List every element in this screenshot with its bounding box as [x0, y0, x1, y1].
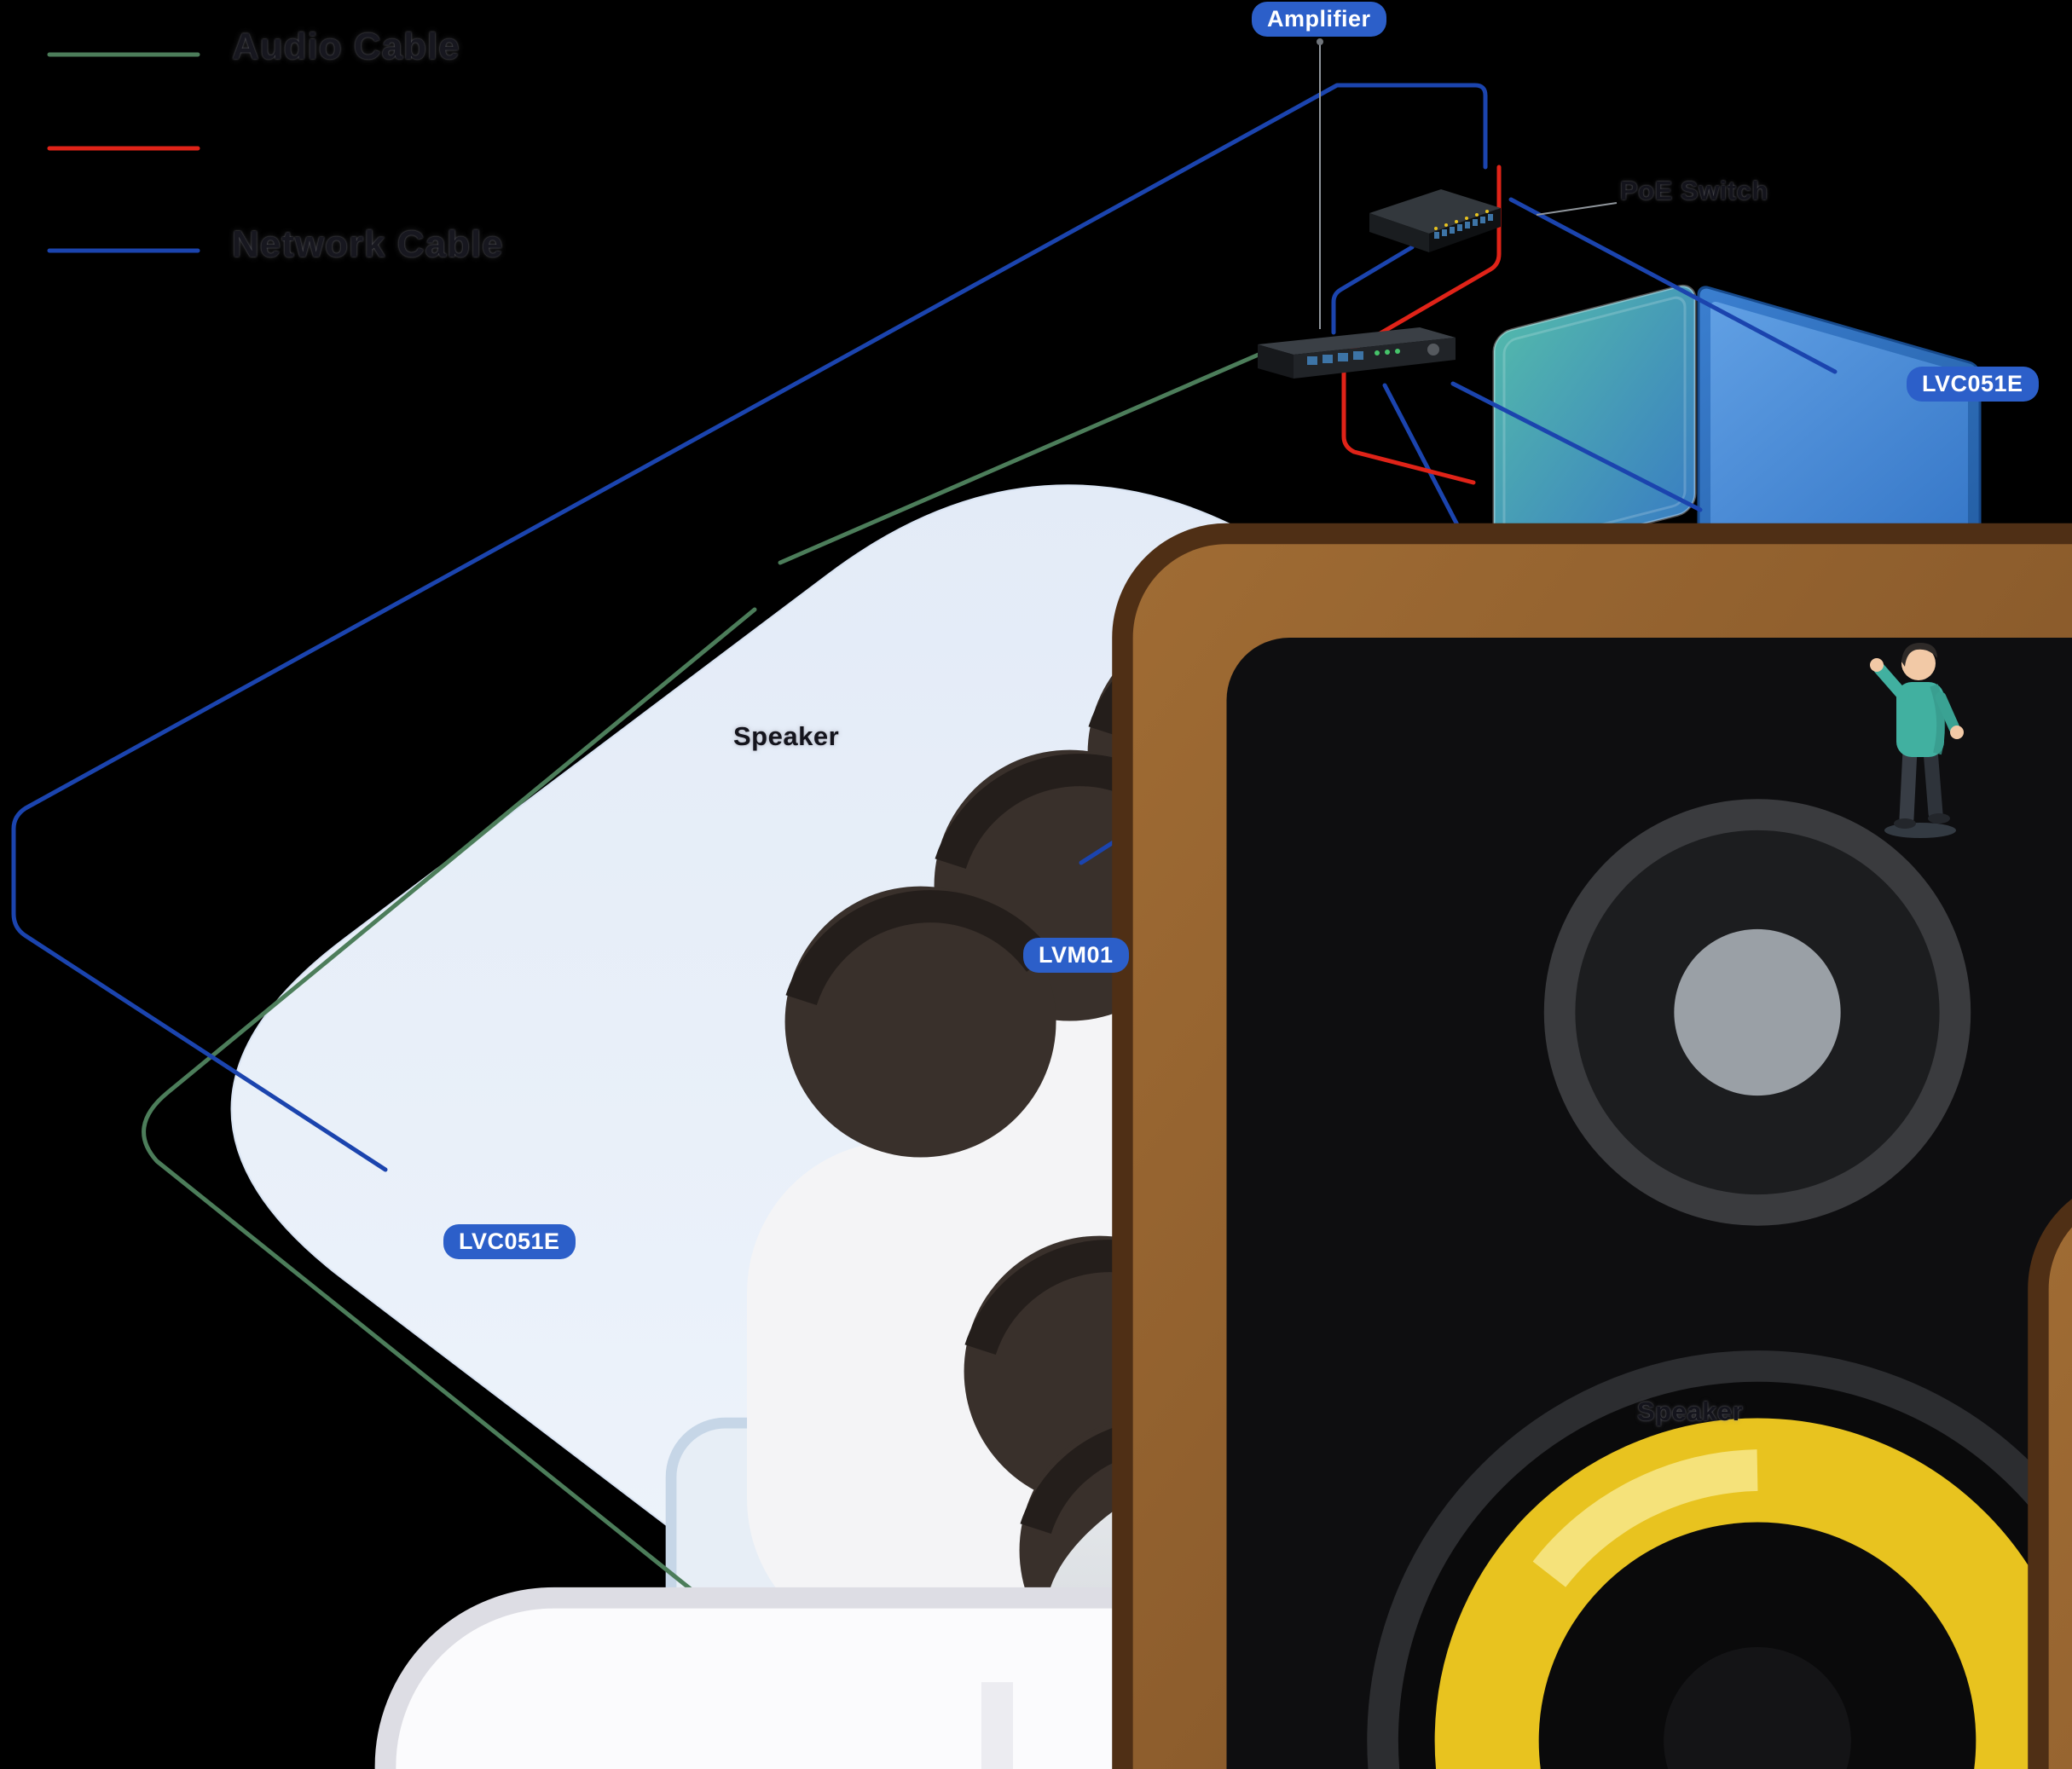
network-cable-path — [1450, 381, 1703, 512]
leader-lines — [1317, 38, 1618, 329]
amplifier-leader-dot — [1317, 38, 1323, 45]
poe-leader-line — [1536, 202, 1618, 216]
network-cable-path — [1508, 197, 1838, 374]
poe-switch-device — [1369, 189, 1501, 252]
legend-lines — [47, 52, 200, 253]
network-cable-path — [11, 83, 1488, 1172]
display-left — [1492, 284, 1697, 561]
teacher-figure — [1870, 643, 1964, 838]
network-cable-path — [1331, 245, 1415, 335]
audio-cable-path — [778, 349, 1269, 565]
speaker-right-device — [2038, 1185, 2072, 1769]
amplifier-device — [1258, 327, 1456, 379]
